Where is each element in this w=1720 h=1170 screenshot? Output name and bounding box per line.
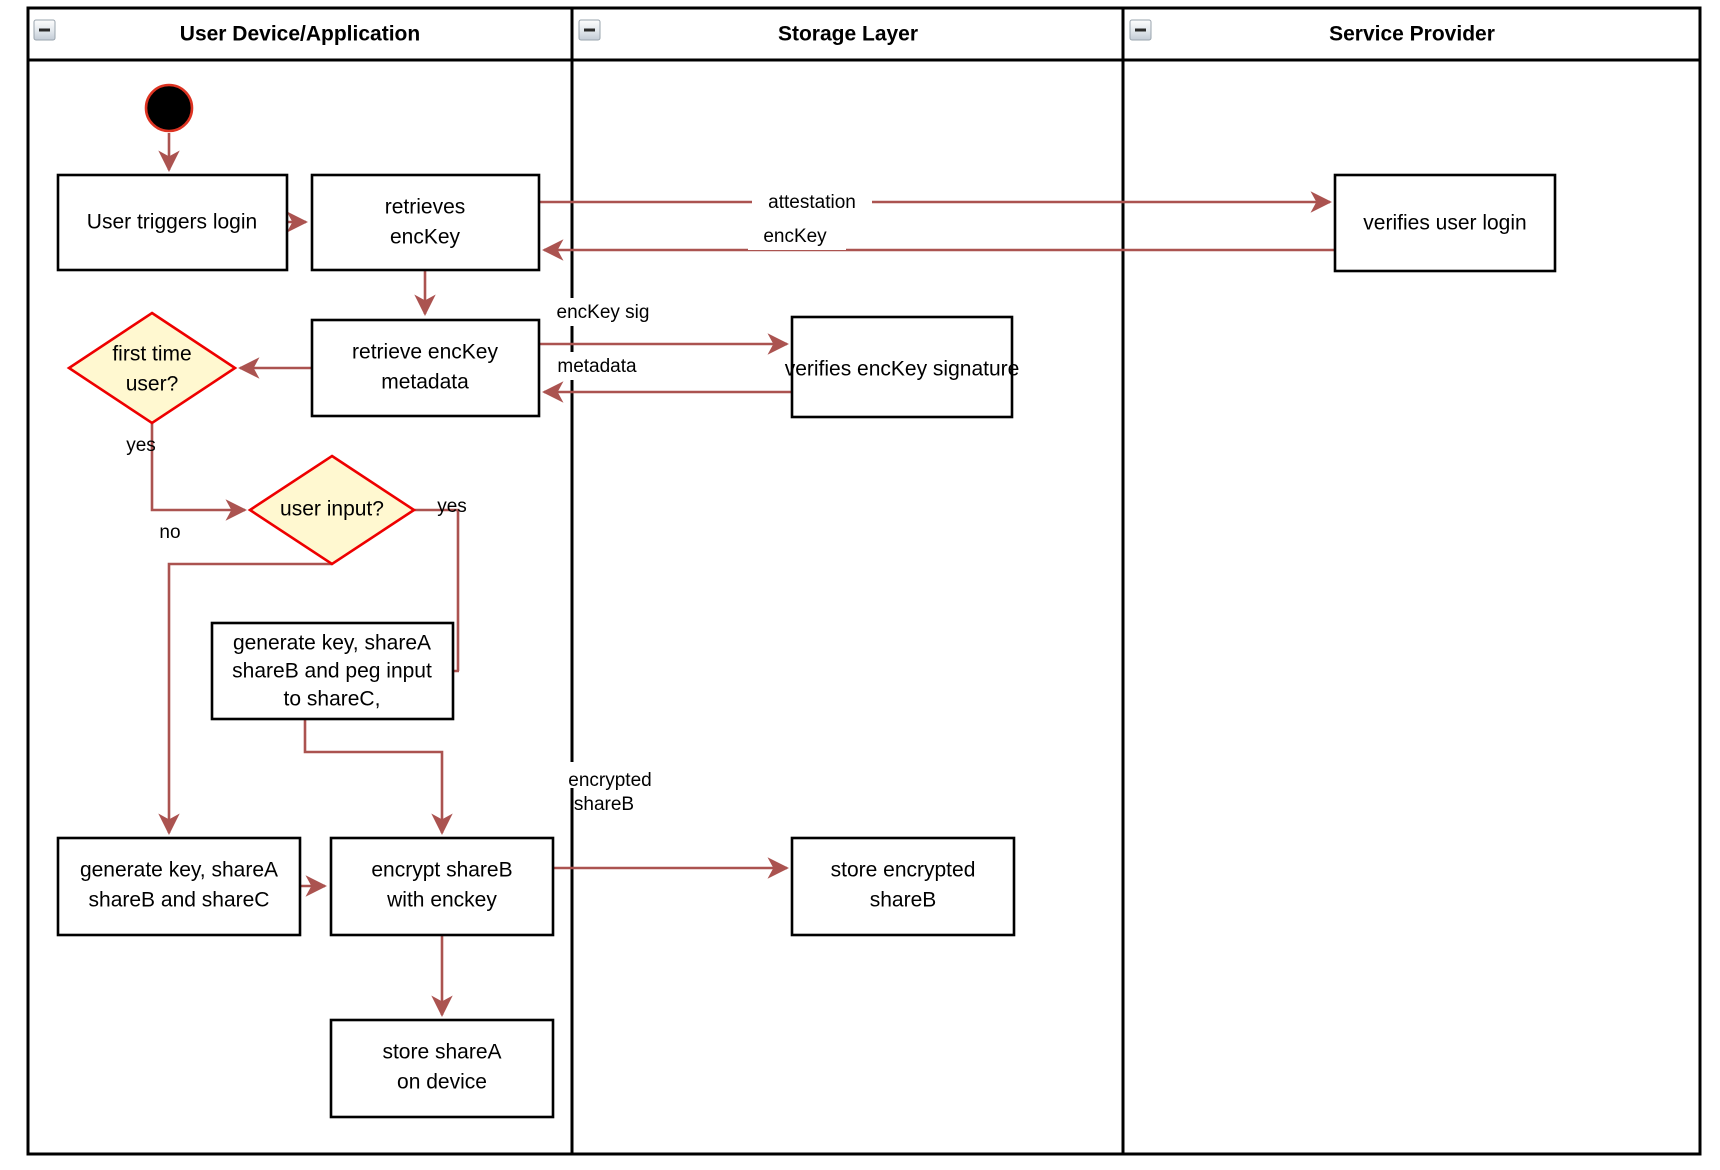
node-box[interactable] (1333, 173, 1557, 273)
node-label-line1: generate key, shareA (80, 859, 278, 882)
diagram-outer-frame (26, 6, 1702, 1156)
node-retrieve-enckey-metadata[interactable]: retrieve encKey metadata (310, 318, 541, 418)
initial-node-icon[interactable] (144, 83, 194, 133)
edge-label-encrypted-l1: encrypted (568, 770, 651, 791)
label-bg (548, 352, 652, 380)
node-user-input[interactable]: user input? (247, 454, 417, 566)
node-label-line1: first time (112, 343, 191, 366)
node-generate-peg[interactable]: generate key, shareA shareB and peg inpu… (210, 621, 455, 721)
edge-label-yes-first-time: yes (126, 435, 156, 456)
node-label-line1: encrypt shareB (371, 859, 512, 882)
edge-user-input-no (158, 562, 332, 835)
node-label-line2: user? (126, 373, 179, 396)
node-label-line2: shareB and shareC (89, 889, 270, 912)
lane-title-storage: Storage Layer (778, 23, 918, 46)
node-encrypt-shareb[interactable]: encrypt shareB with enckey (329, 836, 555, 937)
label-bg (560, 762, 672, 788)
lane-title-service-provider: Service Provider (1329, 23, 1495, 46)
label-bg (548, 298, 660, 326)
node-store-sharea[interactable]: store shareA on device (329, 1018, 555, 1119)
node-label-line2: metadata (381, 371, 469, 394)
nodes-layer: User triggers login retrieves encKey ver… (56, 83, 1557, 1119)
edge-label-no-user-input: no (159, 522, 180, 543)
lane-header-storage[interactable]: Storage Layer (578, 19, 918, 46)
node-box[interactable] (56, 173, 289, 272)
node-label-line1: store shareA (382, 1041, 501, 1064)
edges-layer (150, 133, 1335, 1017)
node-label: verifies user login (1363, 212, 1526, 235)
edge-peg-to-encrypt (303, 719, 453, 835)
node-label-line3: to shareC, (284, 688, 381, 711)
swimlane-frame (26, 6, 1702, 1156)
node-label-line2: with enckey (386, 889, 497, 912)
node-generate-shares[interactable]: generate key, shareA shareB and shareC (56, 836, 302, 937)
node-user-triggers-login[interactable]: User triggers login (56, 173, 289, 272)
edge-label-encrypted-l2: shareB (574, 794, 634, 815)
edge-user-input-yes-stem (414, 508, 460, 671)
node-box[interactable] (56, 836, 302, 937)
node-store-encrypted-shareb[interactable]: store encrypted shareB (790, 836, 1016, 937)
node-label-line1: generate key, shareA (233, 632, 431, 655)
edge-first-time-yes (150, 423, 247, 521)
label-bg (752, 188, 872, 216)
decision-diamond[interactable] (66, 311, 238, 425)
label-bg (748, 222, 846, 250)
node-box[interactable] (310, 173, 541, 272)
node-label-line2: shareB and peg input (232, 660, 432, 683)
node-box[interactable] (790, 315, 1014, 419)
edge-label-enckey: encKey (763, 226, 827, 247)
node-label: verifies encKey signature (785, 358, 1020, 381)
node-label-line2: on device (397, 1071, 487, 1094)
edge-labels-layer: attestation encKey encKey sig metadata y… (126, 188, 872, 815)
node-box[interactable] (790, 836, 1016, 937)
node-box[interactable] (329, 1018, 555, 1119)
node-box[interactable] (329, 836, 555, 937)
node-first-time-user[interactable]: first time user? (66, 311, 238, 425)
lane-title-user-device: User Device/Application (180, 23, 420, 46)
node-label-line1: retrieves (385, 196, 466, 219)
node-label-line2: shareB (870, 889, 937, 912)
edge-label-metadata: metadata (557, 356, 637, 377)
node-box[interactable] (210, 621, 455, 721)
edge-label-attestation: attestation (768, 192, 856, 213)
node-box[interactable] (310, 318, 541, 418)
edge-label-enckey-sig: encKey sig (557, 302, 650, 323)
node-label: user input? (280, 498, 384, 521)
node-verifies-enckey-signature[interactable]: verifies encKey signature (785, 315, 1020, 419)
edge-label-yes-user-input: yes (437, 496, 467, 517)
decision-diamond[interactable] (247, 454, 417, 566)
node-retrieves-enckey[interactable]: retrieves encKey (310, 173, 541, 272)
node-label-line2: encKey (390, 226, 461, 249)
node-label-line1: store encrypted (831, 859, 976, 882)
lane-header-user-device[interactable]: User Device/Application (33, 19, 420, 46)
node-start[interactable] (144, 83, 194, 133)
node-verifies-user-login[interactable]: verifies user login (1333, 173, 1557, 273)
node-label: User triggers login (87, 211, 257, 234)
node-label-line1: retrieve encKey (352, 341, 498, 364)
lane-header-service-provider[interactable]: Service Provider (1129, 19, 1495, 46)
